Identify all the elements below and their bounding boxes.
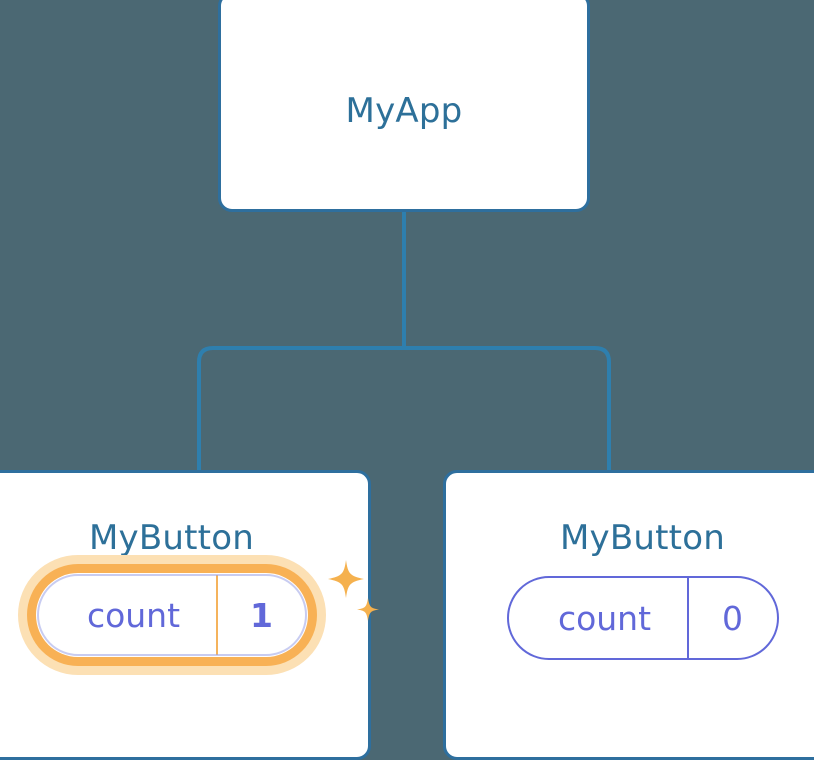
state-pill-right[interactable]: count 0 [506,576,779,660]
state-pill-right-wrapper: count 0 [506,576,779,660]
state-pill-left-wrapper: count 1 [35,573,308,657]
state-pill-right-value: 0 [686,578,777,658]
state-pill-left-value: 1 [215,575,306,655]
node-mybutton-left-title: MyButton [89,518,254,558]
node-mybutton-left[interactable]: MyButton count 1 [0,470,371,760]
state-pill-left[interactable]: count 1 [35,573,308,657]
node-mybutton-right-title: MyButton [560,518,725,558]
state-pill-right-key: count [557,598,652,638]
node-myapp-title: MyApp [345,91,463,131]
node-myapp[interactable]: MyApp [218,0,590,212]
edge-branch-bar [197,346,611,470]
state-pill-left-key: count [86,595,181,635]
node-mybutton-right[interactable]: MyButton count 0 [443,470,814,760]
